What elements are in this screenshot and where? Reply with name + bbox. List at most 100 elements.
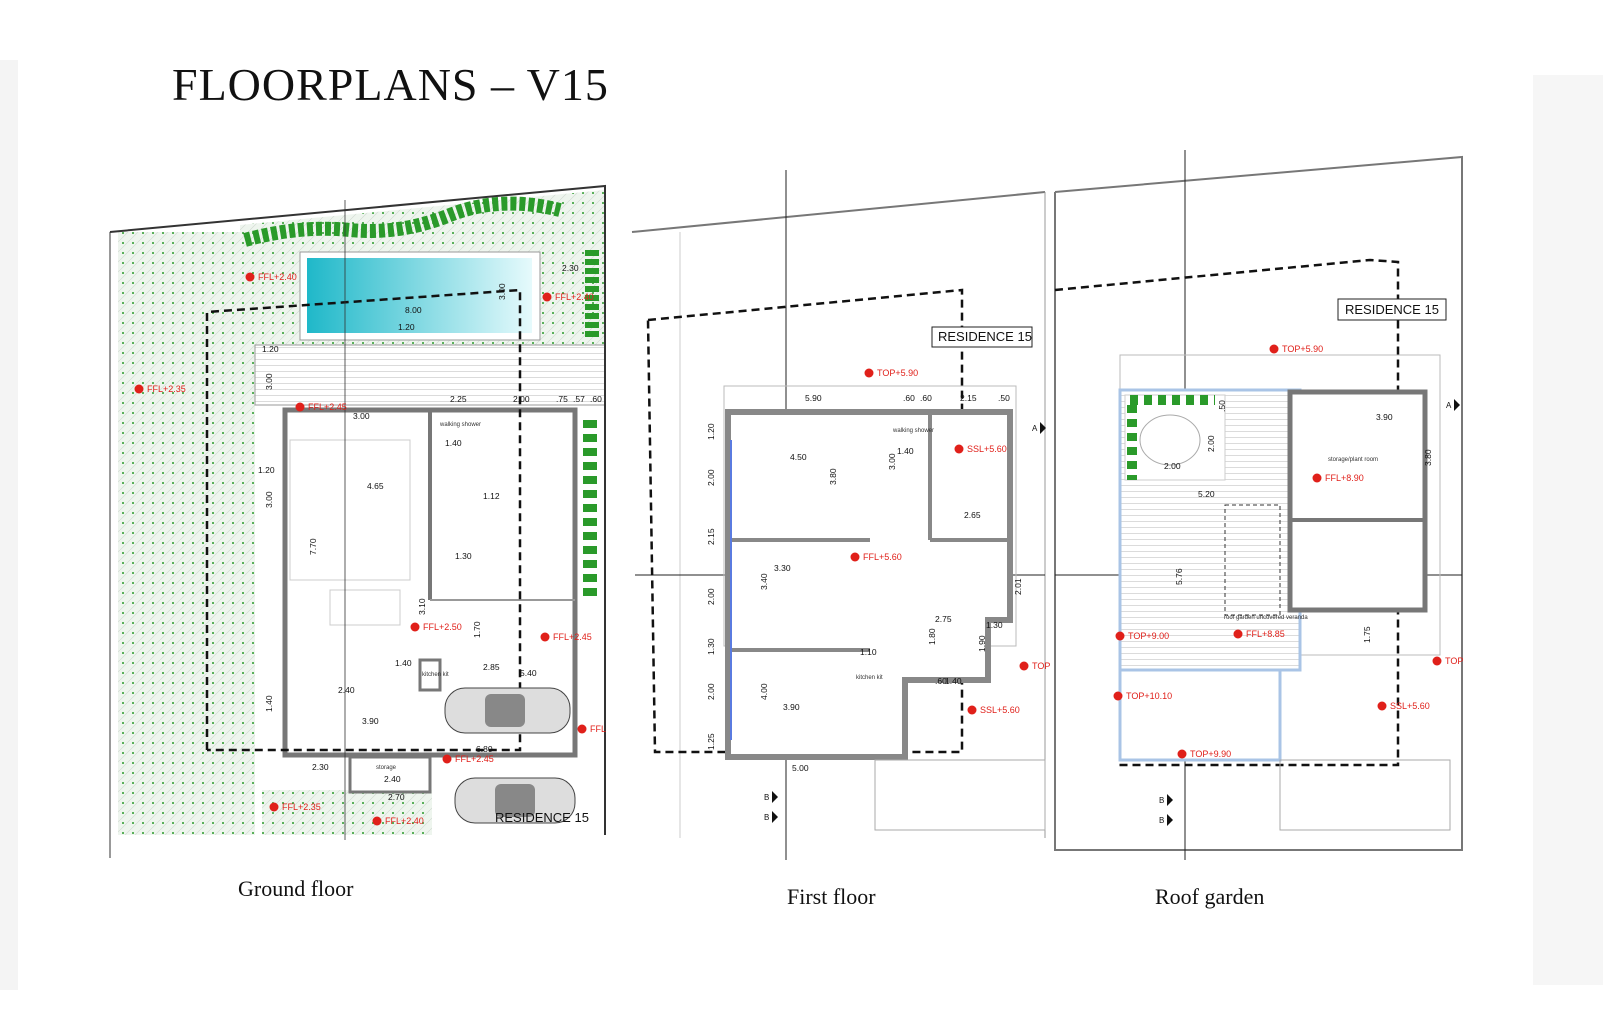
- dimension-label: 2.30: [562, 263, 579, 273]
- level-marker-icon: [1115, 631, 1125, 641]
- side-garden: [118, 232, 240, 835]
- room-label: kitchen kit: [856, 675, 883, 681]
- level-marker-icon: [372, 816, 382, 826]
- dimension-label: 1.40: [897, 446, 914, 456]
- dimension-label: 1.20: [258, 465, 275, 475]
- dimension-label: .57: [573, 394, 585, 404]
- dimension-label: 2.00: [706, 683, 716, 700]
- dimension-label: 1.30: [986, 620, 1003, 630]
- level-label: TOP: [1445, 656, 1463, 666]
- dimension-label: 2.40: [384, 774, 401, 784]
- dimension-label: 3.10: [417, 598, 427, 615]
- level-marker-icon: [542, 292, 552, 302]
- dimension-label: 4.65: [367, 481, 384, 491]
- section-marker-label: B: [764, 813, 769, 822]
- dimension-label: 3.90: [1376, 412, 1393, 422]
- residence-label: RESIDENCE 15: [495, 810, 589, 825]
- dimension-label: 1.20: [262, 344, 279, 354]
- dimension-label: 2.75: [935, 614, 952, 624]
- parking-bays: [1279, 759, 1451, 831]
- level-marker-icon: [134, 384, 144, 394]
- dimension-label: .50: [1217, 400, 1227, 412]
- dimension-label: 2.00: [706, 469, 716, 486]
- level-label: TOP: [1032, 661, 1050, 671]
- dimension-label: 2.40: [338, 685, 355, 695]
- level-label: SSL+5.60: [967, 444, 1007, 454]
- dimension-label: 3.40: [759, 573, 769, 590]
- plant-room-walls: [1287, 389, 1428, 613]
- dimension-label: .60: [935, 676, 947, 686]
- dimension-label: 3.80: [828, 468, 838, 485]
- level-marker-icon: [850, 552, 860, 562]
- level-label: TOP+9.90: [1190, 749, 1231, 759]
- dimension-label: 1.20: [706, 423, 716, 440]
- dimension-label: .60: [590, 394, 602, 404]
- dimension-label: 5.20: [1198, 489, 1215, 499]
- section-marker-icon: [1167, 814, 1173, 826]
- deck: [254, 344, 606, 406]
- dimension-label: 1.40: [264, 695, 274, 712]
- dimension-label: 5.40: [520, 668, 537, 678]
- dimension-label: 1.90: [977, 635, 987, 652]
- room-label: walking shower: [892, 428, 934, 434]
- room-label: roof garden uncovered veranda: [1224, 615, 1308, 621]
- dimension-label: 1.75: [1362, 626, 1372, 643]
- dimension-label: 2.85: [483, 662, 500, 672]
- dimension-label: 5.90: [805, 393, 822, 403]
- page-edge-left: [0, 60, 18, 990]
- pergola: [1224, 504, 1281, 616]
- level-label: FFL+8.85: [1246, 629, 1285, 639]
- level-label: FFL+2.40: [258, 272, 297, 282]
- level-label: FFL+2.40: [555, 292, 594, 302]
- dimension-label: 3.00: [264, 491, 274, 508]
- car-icon: [454, 777, 576, 824]
- dimension-label: 2.00: [513, 394, 530, 404]
- room-label: storage: [376, 765, 397, 771]
- dimension-label: 1.12: [483, 491, 500, 501]
- dimension-label: .50: [998, 393, 1010, 403]
- level-marker-icon: [540, 632, 550, 642]
- level-label: FFL+2.50: [423, 622, 462, 632]
- dimension-label: 3.90: [783, 702, 800, 712]
- room-label: kitchen kit: [422, 672, 449, 678]
- living-furniture: [289, 439, 411, 581]
- swimming-pool: [307, 258, 532, 333]
- dimension-label: 2.15: [960, 393, 977, 403]
- dimension-label: .60: [920, 393, 932, 403]
- page-edge-right: [1533, 75, 1603, 985]
- section-marker-label: B: [1159, 796, 1164, 805]
- dimension-label: 3.80: [1423, 449, 1433, 466]
- level-label: TOP+5.90: [877, 368, 918, 378]
- page-title: FLOORPLANS – V15: [172, 59, 609, 110]
- level-marker-icon: [1312, 473, 1322, 483]
- level-marker-icon: [967, 705, 977, 715]
- residence-label: RESIDENCE 15: [938, 329, 1032, 344]
- footprint-dashed: [205, 288, 522, 752]
- storage-room: [348, 755, 432, 794]
- first-floor-walls: [725, 409, 1013, 760]
- dimension-label: 2.65: [964, 510, 981, 520]
- level-marker-icon: [577, 724, 587, 734]
- level-marker-icon: [1377, 701, 1387, 711]
- jacuzzi: [1124, 394, 1226, 481]
- level-label: FFL+2.35: [282, 802, 321, 812]
- level-marker-icon: [1269, 344, 1279, 354]
- level-marker-icon: [1113, 691, 1123, 701]
- caption-ground-floor: Ground floor: [238, 876, 354, 901]
- level-marker-icon: [295, 402, 305, 412]
- section-marker-icon: [772, 791, 778, 803]
- section-marker-icon: [1167, 794, 1173, 806]
- level-marker-icon: [245, 272, 255, 282]
- section-marker-label: A: [1032, 424, 1038, 433]
- front-garden: [262, 790, 432, 835]
- ground-floor-plan: [109, 184, 606, 858]
- level-label: TOP+5.90: [1282, 344, 1323, 354]
- dimension-label: 1.25: [706, 733, 716, 750]
- dimension-label: 3.00: [887, 453, 897, 470]
- roof-garden-plan: [1054, 150, 1463, 860]
- dining-table: [329, 589, 401, 626]
- level-label: SSL+5.60: [1390, 701, 1430, 711]
- dimension-label: 1.10: [860, 647, 877, 657]
- section-marker-icon: [1040, 422, 1046, 434]
